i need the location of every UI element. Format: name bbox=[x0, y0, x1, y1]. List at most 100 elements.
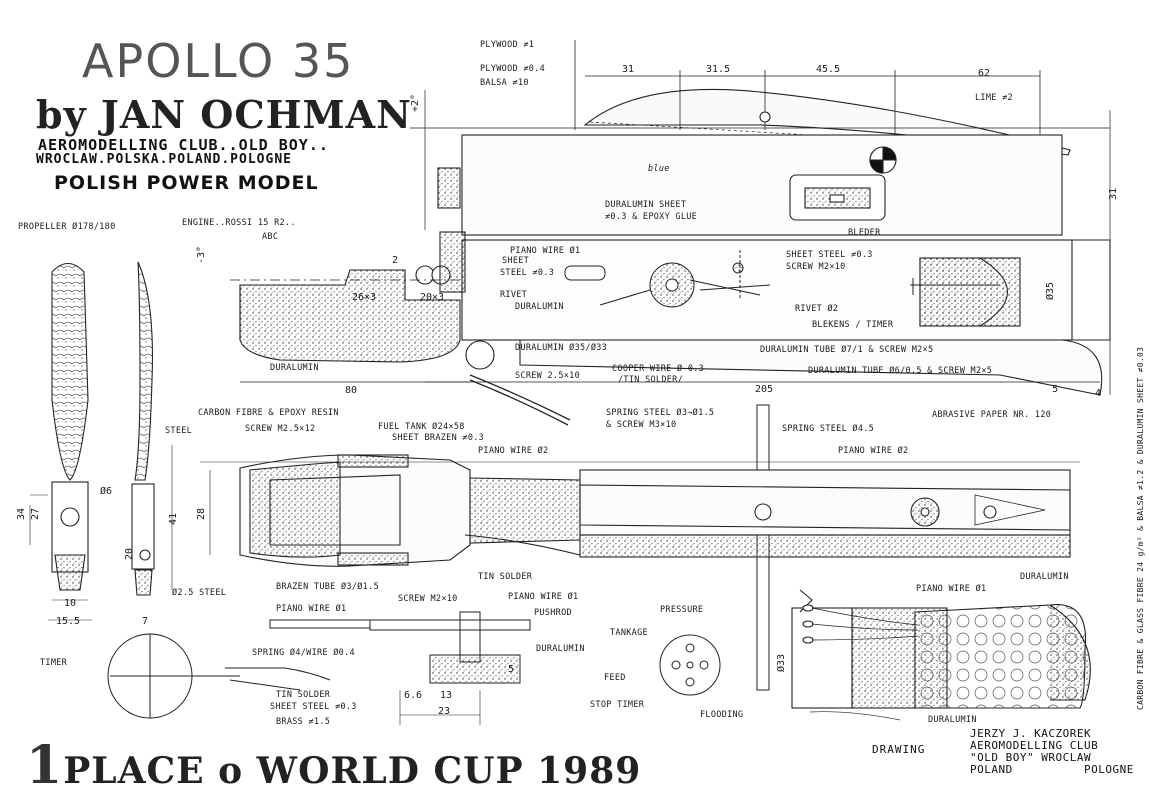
dim-6-6: 6.6 bbox=[404, 690, 423, 701]
drawer-country-left: POLAND bbox=[970, 763, 1013, 776]
author-name: by JAN OCHMAN bbox=[36, 92, 412, 137]
label-steel-25: Ø2.5 STEEL bbox=[172, 588, 227, 598]
label-spring-steel-3: SPRING STEEL Ø3→Ø1.5 bbox=[606, 408, 715, 418]
label-tankage: TANKAGE bbox=[610, 628, 648, 638]
propeller-side bbox=[131, 261, 155, 596]
fuselage-side bbox=[437, 111, 1111, 396]
label-dural-tube35: DURALUMIN Ø35/Ø33 bbox=[515, 343, 608, 353]
label-sheet-steel: SHEET STEEL ≠0.3 bbox=[786, 250, 873, 260]
label-screw-m2x10: SCREW M2×10 bbox=[786, 262, 846, 272]
label-balsa: BALSA ≠10 bbox=[480, 78, 529, 88]
label-sheet: SHEET bbox=[502, 256, 530, 266]
label-tin-solder3: TIN SOLDER bbox=[276, 690, 331, 700]
dim-2: 2 bbox=[392, 255, 399, 266]
dim-minus3deg: -3° bbox=[196, 245, 207, 264]
dim-31-right: 31 bbox=[1108, 187, 1119, 200]
dim-34: 34 bbox=[16, 507, 27, 520]
label-feed: FEED bbox=[604, 673, 626, 683]
label-sheet-steel2: SHEET STEEL ≠0.3 bbox=[270, 702, 357, 712]
label-plywood2: PLYWOOD ≠0.4 bbox=[480, 64, 546, 74]
award-text: PLACE o WORLD CUP 1989 bbox=[63, 750, 642, 792]
label-duralumin-mid: DURALUMIN bbox=[536, 644, 585, 654]
label-engine-abc: ABC bbox=[262, 232, 279, 242]
tank-valve bbox=[659, 634, 721, 696]
label-phi33: Ø33 bbox=[776, 653, 787, 672]
label-screw-m2x10b: SCREW M2×10 bbox=[398, 594, 458, 604]
label-abrasive: ABRASIVE PAPER NR. 120 bbox=[932, 410, 1052, 420]
label-copper-wire: COOPER WIRE Ø 0.3 bbox=[612, 364, 705, 374]
wing-structure bbox=[791, 589, 1091, 721]
drawer-block: JERZY J. KACZOREK AEROMODELLING CLUB "OL… bbox=[970, 728, 1134, 776]
dim-26x3: 26×3 bbox=[352, 292, 377, 303]
label-steel-03: STEEL ≠0.3 bbox=[500, 268, 555, 278]
label-blue: blue bbox=[648, 164, 670, 174]
drawer-name: JERZY J. KACZOREK bbox=[970, 727, 1092, 740]
dim-80: 80 bbox=[345, 385, 358, 396]
label-engine: ENGINE..ROSSI 15 R2.. bbox=[182, 218, 296, 228]
drawer-country-right: POLOGNE bbox=[1083, 763, 1134, 776]
label-carbon-fibre: CARBON FIBRE & EPOXY RESIN bbox=[198, 408, 339, 418]
label-piano-wire-2: PIANO WIRE Ø2 bbox=[478, 446, 549, 456]
label-piano-wire-top: PIANO WIRE Ø1 bbox=[510, 246, 581, 256]
label-spring-steel-45: SPRING STEEL Ø4.5 bbox=[782, 424, 875, 434]
label-spring: SPRING Ø4/WIRE Ø0.4 bbox=[252, 648, 355, 658]
label-steel: STEEL bbox=[165, 426, 193, 436]
label-tin-solder2: TIN SOLDER bbox=[478, 572, 533, 582]
dim-20: 20 bbox=[124, 547, 135, 560]
label-dural-tube7: DURALUMIN TUBE Ø7/1 & SCREW M2×5 bbox=[760, 345, 934, 355]
dim-62: 62 bbox=[978, 68, 991, 79]
label-duralumin-engine: DURALUMIN bbox=[270, 363, 319, 373]
label-dural-sheet: DURALUMIN SHEET bbox=[605, 200, 687, 210]
fuselage-top bbox=[200, 454, 1080, 567]
label-sheet-brazen: SHEET BRAZEN ≠0.3 bbox=[392, 433, 485, 443]
label-pushrod: PUSHROD bbox=[534, 608, 572, 618]
plan-title: APOLLO 35 bbox=[82, 34, 355, 88]
label-bleder: BLEDER bbox=[848, 228, 881, 238]
label-pressure: PRESSURE bbox=[660, 605, 704, 615]
dim-4: 4 bbox=[1095, 388, 1102, 399]
label-phi35: Ø35 bbox=[1045, 281, 1056, 300]
timer-dial bbox=[107, 611, 531, 719]
dim-5b: 5 bbox=[508, 664, 515, 675]
label-blekens: BLEKENS / TIMER bbox=[812, 320, 894, 330]
label-rivet: RIVET bbox=[500, 290, 528, 300]
label-duralumin-small: DURALUMIN bbox=[515, 302, 564, 312]
dim-plus2deg: +2° bbox=[410, 93, 421, 112]
drawer-club: AEROMODELLING CLUB bbox=[970, 739, 1099, 752]
dim-13: 13 bbox=[440, 690, 453, 701]
label-lime: LIME ≠2 bbox=[975, 93, 1013, 103]
label-brazen-tube: BRAZEN TUBE Ø3/Ø1.5 bbox=[276, 582, 379, 592]
timer-mechanism bbox=[230, 250, 1100, 383]
label-screw-25: SCREW 2.5×10 bbox=[515, 371, 581, 381]
label-tin-solder: /TIN SOLDER/ bbox=[618, 375, 684, 385]
label-duralumin-bottom: DURALUMIN bbox=[928, 715, 977, 725]
club-line-2: WROCLAW.POLSKA.POLAND.POLOGNE bbox=[36, 152, 292, 167]
label-stop-timer: STOP TIMER bbox=[590, 700, 645, 710]
label-plywood: PLYWOOD ≠1 bbox=[480, 40, 535, 50]
dim-5: 5 bbox=[1052, 384, 1059, 395]
label-screw-m25x12: SCREW M2.5×12 bbox=[245, 424, 316, 434]
dim-20x3: 20×3 bbox=[420, 292, 445, 303]
plan-subtitle: POLISH POWER MODEL bbox=[54, 172, 319, 194]
label-glue-note: CARBON FIBRE & GLASS FIBRE 24 g/m² & BAL… bbox=[1136, 346, 1145, 710]
dim-23: 23 bbox=[438, 706, 451, 717]
engine-side bbox=[239, 231, 571, 426]
dim-31-5: 31.5 bbox=[706, 64, 731, 75]
label-piano-wire-1c: PIANO WIRE Ø1 bbox=[916, 584, 987, 594]
propeller-front bbox=[30, 262, 92, 621]
dim-31: 31 bbox=[622, 64, 635, 75]
award-place: 1 bbox=[26, 735, 64, 796]
label-brass: BRASS ≠1.5 bbox=[276, 717, 331, 727]
dim-15-5: 15.5 bbox=[56, 616, 81, 627]
misc-dimensions bbox=[29, 445, 481, 725]
club-line-1: AEROMODELLING CLUB..OLD BOY.. bbox=[38, 136, 329, 154]
label-piano-wire-2b: PIANO WIRE Ø2 bbox=[838, 446, 909, 456]
dim-45-5: 45.5 bbox=[816, 64, 841, 75]
label-timer: TIMER bbox=[40, 658, 68, 668]
label-piano-wire-1b: PIANO WIRE Ø1 bbox=[508, 592, 579, 602]
label-duralumin-right: DURALUMIN bbox=[1020, 572, 1069, 582]
label-flooding: FLOODING bbox=[700, 710, 744, 720]
dim-7: 7 bbox=[142, 616, 149, 627]
dim-28: 28 bbox=[196, 507, 207, 520]
